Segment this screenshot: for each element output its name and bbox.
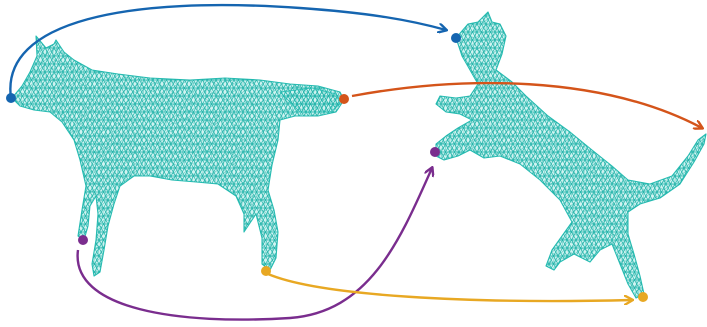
wolf-hind-paw-landmark (261, 266, 271, 276)
wolf-mesh (12, 36, 344, 276)
wolf-tail-landmark (339, 94, 349, 104)
cat-hind-paw-landmark (638, 292, 648, 302)
wolf-front-paw-landmark (78, 235, 88, 245)
cat-raised-paw-landmark (430, 147, 440, 157)
cat-mesh (436, 12, 706, 298)
cat-nose-landmark (451, 33, 461, 43)
wolf-nose-landmark (6, 93, 16, 103)
arrow-hind-paw (268, 274, 632, 301)
